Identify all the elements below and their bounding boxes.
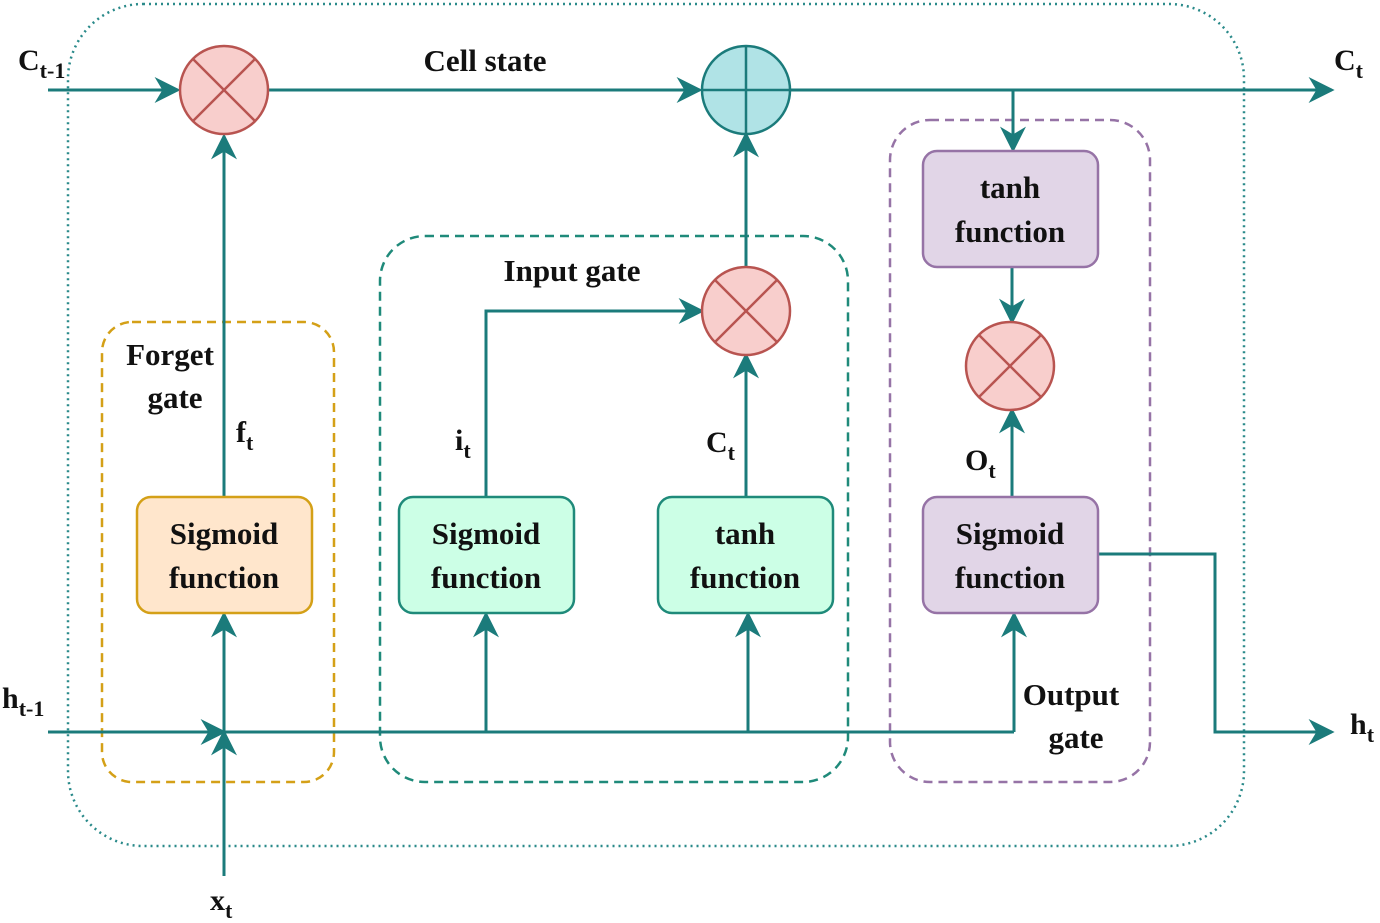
- forget-sigmoid-box: Sigmoid function: [135, 495, 314, 615]
- input-sigmoid-box: Sigmoid function: [397, 495, 576, 615]
- h-prev-label: ht-1: [2, 682, 44, 721]
- c-out-label: Ct: [1334, 44, 1364, 83]
- label-base: f: [236, 416, 247, 449]
- label-base: h: [1350, 708, 1367, 741]
- x-in-label: xt: [210, 884, 233, 923]
- label-subscript: t: [246, 430, 254, 455]
- label-subscript: t: [1367, 722, 1375, 747]
- label-base: h: [2, 682, 19, 715]
- label-subscript: t: [728, 440, 736, 465]
- output-gate-output-label: Ot: [965, 444, 996, 483]
- forget-multiply-operator: [178, 44, 270, 136]
- label-subscript: t-1: [40, 58, 66, 83]
- label-base: C: [1334, 44, 1356, 77]
- forget-output-label: ft: [236, 416, 254, 455]
- box-line-2: function: [431, 560, 541, 595]
- box-line-2: function: [955, 560, 1065, 595]
- label-subscript: t: [1356, 58, 1364, 83]
- label-base: x: [210, 884, 225, 917]
- box-line-2: function: [169, 560, 279, 595]
- input-gate-title: Input gate: [504, 253, 641, 288]
- box-line-2: function: [690, 560, 800, 595]
- box-line-1: Sigmoid: [956, 516, 1065, 551]
- box-line-1: Sigmoid: [170, 516, 279, 551]
- output-gate-title-line-2: gate: [1048, 720, 1103, 755]
- output-multiply-operator: [964, 320, 1056, 412]
- connectors: [48, 77, 1335, 876]
- output-tanh-box: tanh function: [921, 149, 1100, 269]
- lstm-cell-boundary: [66, 2, 1246, 848]
- output-gate-title-line-1: Output: [1023, 677, 1120, 712]
- input-tanh-box: tanh function: [656, 495, 835, 615]
- label-subscript: t-1: [19, 696, 45, 721]
- input-multiply-operator: [700, 265, 792, 357]
- output-gate-region: [888, 118, 1152, 784]
- candidate-label: Ct: [706, 426, 736, 465]
- label-subscript: t: [463, 438, 471, 463]
- input-gate-output-label: it: [455, 424, 471, 463]
- box-line-1: Sigmoid: [432, 516, 541, 551]
- forget-gate-title-line-1: Forget: [126, 337, 214, 372]
- c-prev-label: Ct-1: [18, 44, 65, 83]
- cell-add-operator: [700, 44, 792, 136]
- h-out-label: ht: [1350, 708, 1375, 747]
- cell-state-label: Cell state: [423, 43, 546, 78]
- input-gate-region: [378, 234, 850, 784]
- label-base: O: [965, 444, 988, 477]
- forget-gate-region: [100, 320, 336, 784]
- label-subscript: t: [225, 898, 233, 923]
- box-line-2: function: [955, 214, 1065, 249]
- label-base: C: [706, 426, 728, 459]
- label-subscript: t: [988, 458, 996, 483]
- box-line-1: tanh: [980, 170, 1040, 205]
- box-line-1: tanh: [715, 516, 775, 551]
- label-base: C: [18, 44, 40, 77]
- forget-gate-title-line-2: gate: [147, 380, 202, 415]
- output-sigmoid-box: Sigmoid function: [921, 495, 1100, 615]
- label-base: i: [455, 424, 463, 457]
